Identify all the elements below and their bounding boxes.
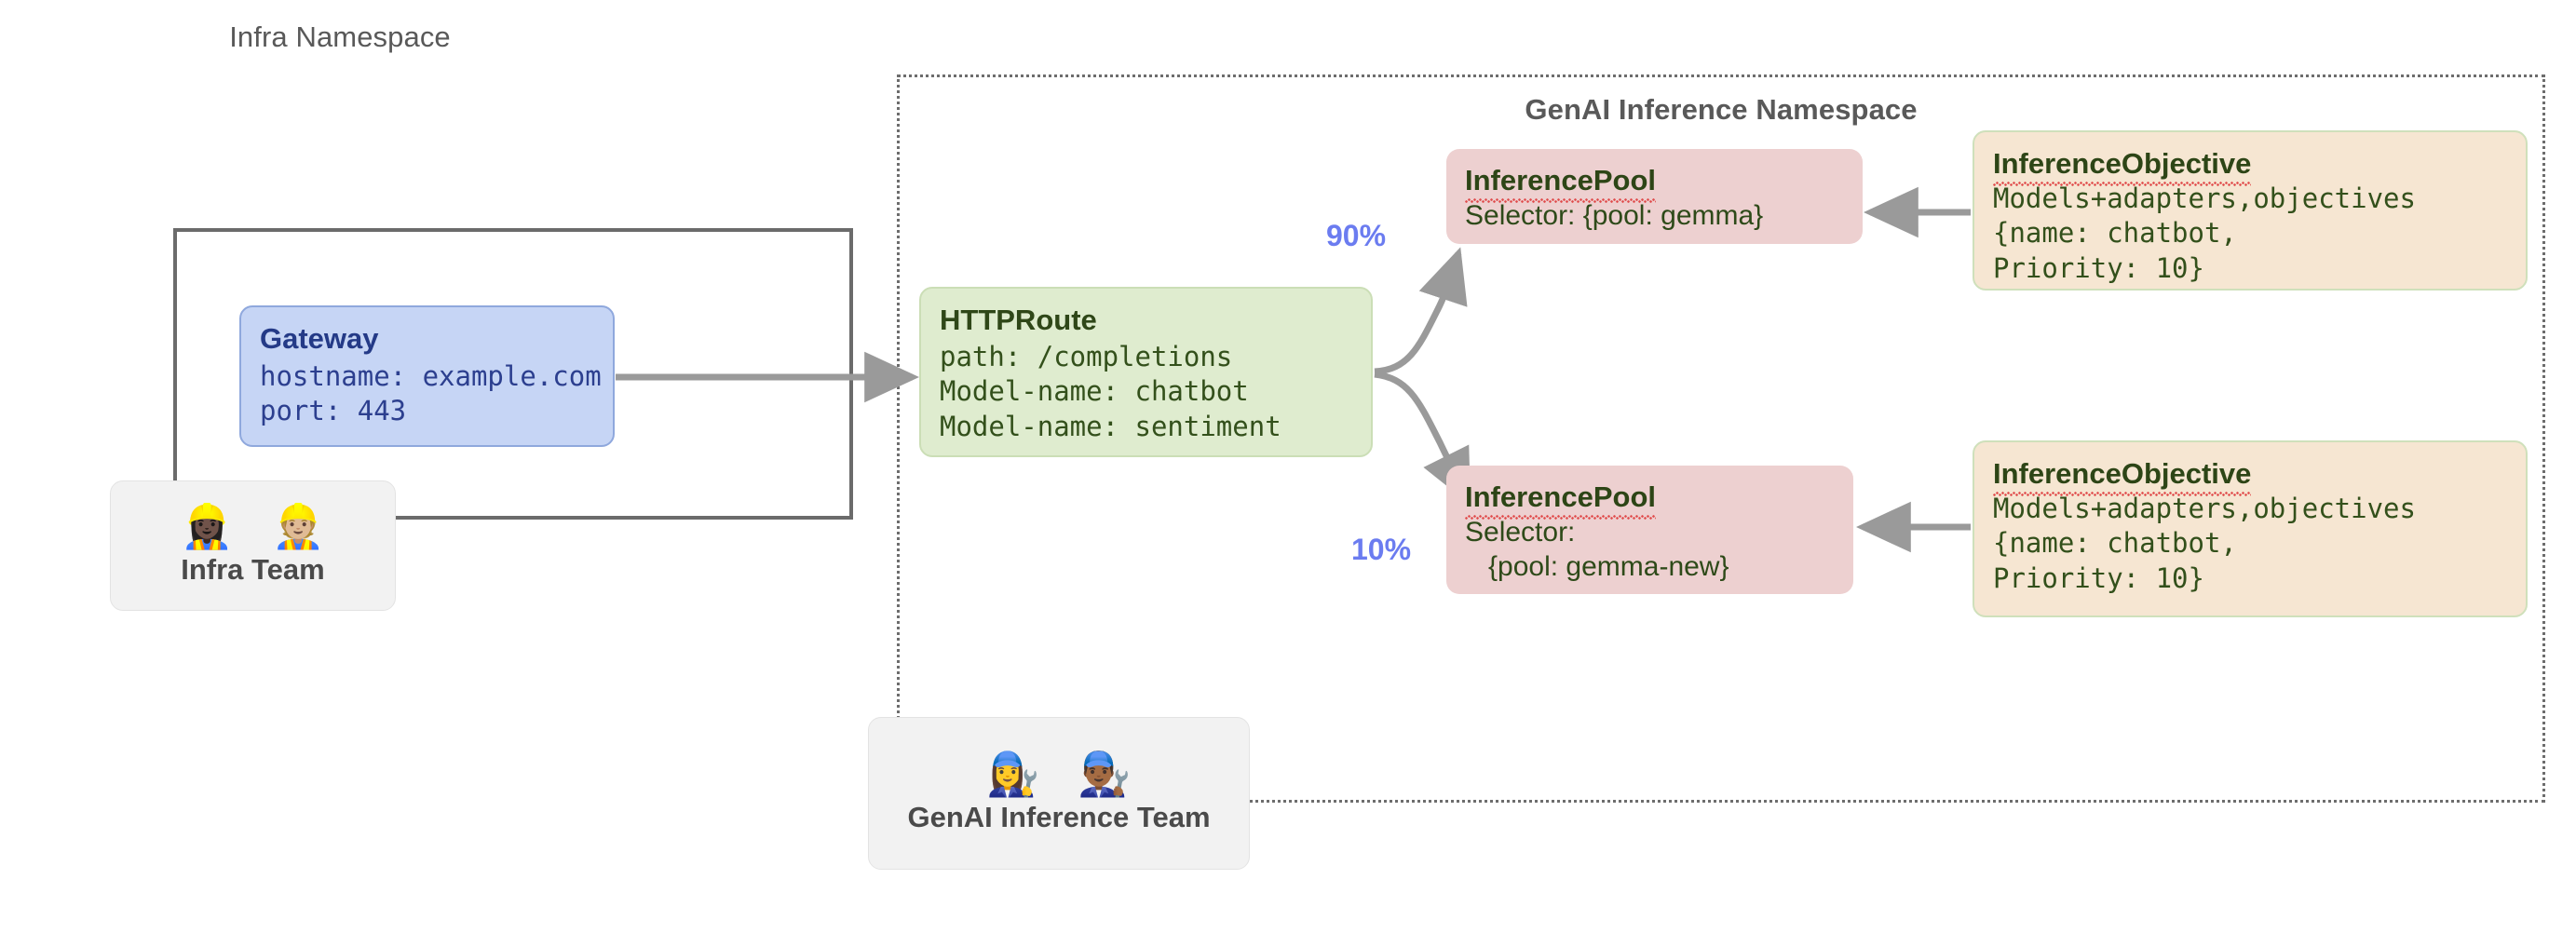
inferenceobjective-top-box[interactable]: InferenceObjective Models+adapters,objec… (1973, 130, 2528, 291)
inferencepool-gemma-box[interactable]: InferencePool Selector: {pool: gemma} (1446, 149, 1863, 244)
inferencepool-gemma-kind-label: InferencePool (1465, 164, 1846, 203)
genai-namespace-label: GenAI Inference Namespace (1525, 93, 1918, 126)
inferenceobjective-bottom-priority-line: Priority: 10} (1993, 561, 2204, 594)
spellcheck-underline: InferencePool (1465, 480, 1656, 520)
httproute-model-name-chatbot-line: Model-name: chatbot (940, 375, 1249, 408)
httproute-box[interactable]: HTTPRoute path: /completions Model-name:… (919, 287, 1373, 457)
construction-workers-icon: 👷🏿‍♀️ 👷🏼 (180, 502, 339, 550)
inferenceobjective-top-name-line: {name: chatbot, (1993, 217, 2237, 250)
infra-team-badge[interactable]: 👷🏿‍♀️ 👷🏼 Infra Team (110, 480, 396, 611)
spellcheck-underline: InferencePool (1465, 164, 1656, 203)
inferencepool-gemma-new-selector-line: Selector: (1465, 516, 1576, 548)
genai-inference-team-label: GenAI Inference Team (907, 801, 1211, 833)
genai-inference-team-badge[interactable]: 👩‍🔧 👨🏾‍🔧 GenAI Inference Team (868, 717, 1250, 870)
inferenceobjective-top-models-line: Models+adapters,objectives (1993, 182, 2416, 214)
infra-team-label: Infra Team (181, 553, 325, 586)
inferenceobjective-bottom-name-line: {name: chatbot, (1993, 527, 2237, 560)
httproute-model-name-sentiment-line: Model-name: sentiment (940, 410, 1281, 442)
gateway-port-line: port: 443 (260, 395, 407, 427)
inferencepool-gemma-selector-line: Selector: {pool: gemma} (1465, 199, 1764, 231)
inferenceobjective-top-priority-line: Priority: 10} (1993, 251, 2204, 284)
gateway-hostname-line: hostname: example.com (260, 359, 602, 392)
traffic-weight-90-label: 90% (1326, 219, 1387, 252)
mechanics-icon: 👩‍🔧 👨🏾‍🔧 (986, 750, 1145, 798)
inferencepool-gemma-new-kind-label: InferencePool (1465, 480, 1837, 520)
genai-namespace-boundary (897, 74, 2545, 803)
inferenceobjective-top-kind-label: InferenceObjective (1993, 147, 2509, 186)
traffic-weight-10-label: 10% (1351, 533, 1412, 566)
httproute-kind-label: HTTPRoute (940, 304, 1097, 336)
inferenceobjective-bottom-kind-label: InferenceObjective (1993, 457, 2509, 496)
spellcheck-underline: InferenceObjective (1993, 457, 2252, 496)
inferenceobjective-bottom-box[interactable]: InferenceObjective Models+adapters,objec… (1973, 440, 2528, 617)
gateway-box[interactable]: Gateway hostname: example.com port: 443 (239, 305, 615, 447)
inferenceobjective-bottom-models-line: Models+adapters,objectives (1993, 492, 2416, 524)
httproute-path-line: path: /completions (940, 340, 1233, 372)
infra-namespace-label: Infra Namespace (229, 20, 451, 53)
inferencepool-gemma-new-selector-value-line: {pool: gemma-new} (1465, 551, 1729, 583)
spellcheck-underline: InferenceObjective (1993, 147, 2252, 186)
gateway-kind-label: Gateway (260, 322, 379, 355)
inferencepool-gemma-new-box[interactable]: InferencePool Selector: {pool: gemma-new… (1446, 466, 1853, 594)
